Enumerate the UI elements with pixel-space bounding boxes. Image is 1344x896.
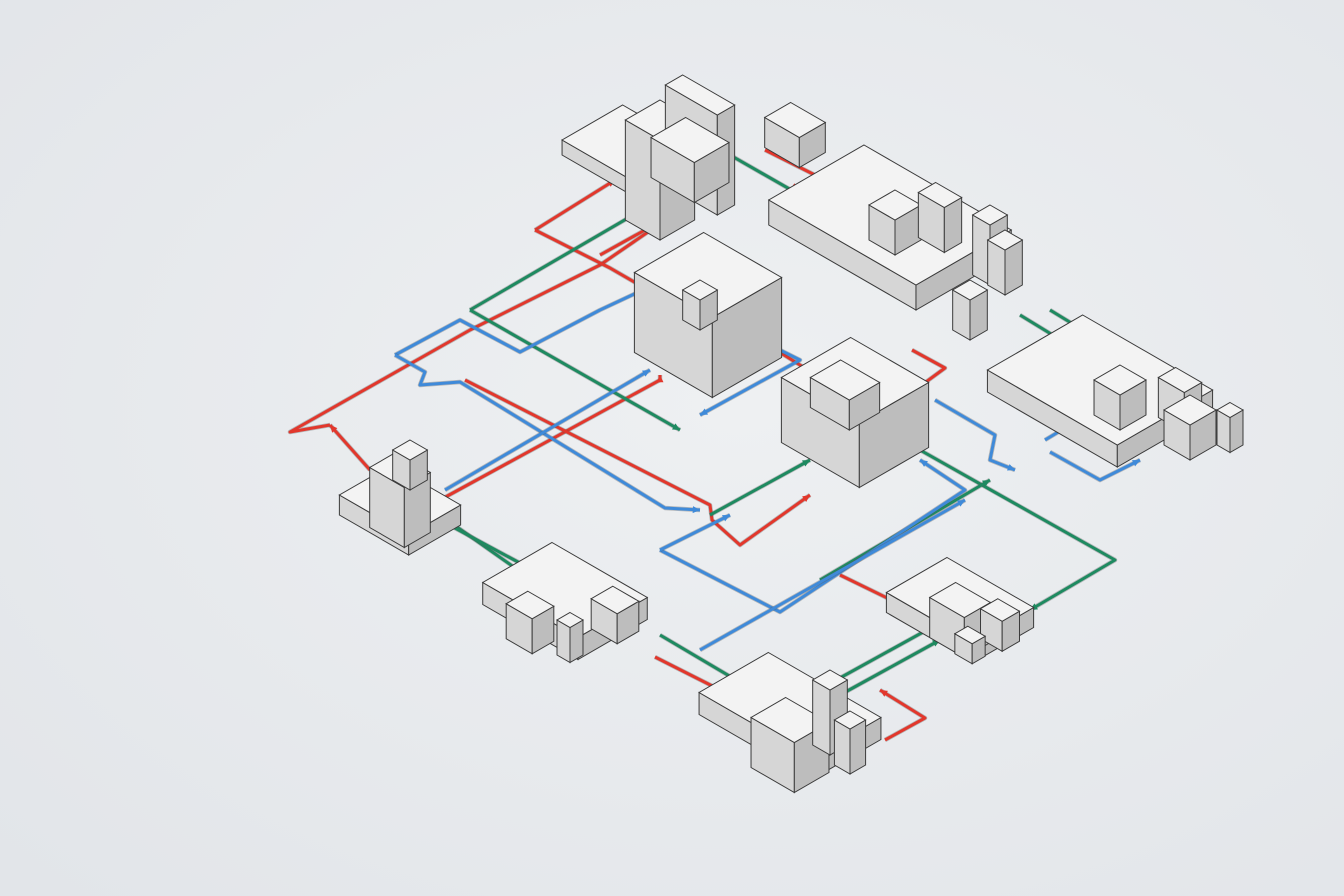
red-pipe[interactable] [879, 688, 927, 742]
compressor-skid-bottom-right-icon[interactable] [885, 556, 1035, 665]
flow-arrow-icon [1132, 460, 1140, 467]
flow-arrow-icon [957, 500, 965, 507]
red-pipe[interactable] [328, 424, 372, 471]
pump [953, 625, 987, 665]
lid [809, 359, 881, 431]
blue-pipe[interactable] [699, 498, 966, 652]
green-pipe[interactable] [839, 638, 941, 697]
strainer [556, 611, 584, 664]
motor [1163, 394, 1217, 461]
filter [1216, 401, 1244, 454]
valve-body [986, 229, 1024, 296]
flow-arrow-icon [920, 460, 928, 467]
equipment-layer [338, 74, 1244, 794]
blue-pipe[interactable] [1049, 450, 1141, 482]
green-pipe[interactable] [919, 448, 1117, 612]
tank [633, 231, 783, 399]
flow-arrow-icon [700, 408, 708, 415]
motor [979, 598, 1021, 653]
flow-arrow-icon [880, 690, 888, 697]
tower-base [650, 116, 730, 204]
motor [590, 585, 640, 645]
flow-arrow-icon [982, 480, 990, 487]
pump [505, 590, 555, 655]
red-pipe[interactable] [288, 208, 681, 434]
reactor-box-icon[interactable] [780, 336, 930, 489]
flow-arrow-icon [802, 495, 810, 503]
flow-arrow-icon [672, 423, 680, 430]
pump [868, 189, 922, 256]
filter [833, 710, 867, 775]
pump-skid-bottom-left-icon[interactable] [481, 541, 649, 664]
mixer-tank-icon[interactable] [633, 231, 783, 399]
flow-arrow-icon [1007, 464, 1015, 471]
separator-skid-bottom-icon[interactable] [698, 651, 882, 794]
compressor-skid-right-icon[interactable] [986, 314, 1244, 468]
control-cabinet-icon[interactable] [763, 101, 827, 169]
blue-pipe[interactable] [444, 368, 651, 492]
green-pipe[interactable] [469, 308, 681, 432]
flow-arrow-icon [802, 460, 810, 467]
flow-arrow-icon [642, 370, 650, 377]
blue-pipe[interactable] [394, 353, 701, 512]
cabinet [763, 101, 827, 169]
flow-arrow-icon [656, 375, 664, 383]
flow-arrow-icon [330, 425, 338, 433]
process-skid-top-right-icon[interactable] [767, 144, 1024, 341]
flow-arrow-icon [692, 506, 700, 514]
agitator [681, 279, 719, 331]
valve-stack [951, 279, 989, 341]
blue-pipe[interactable] [934, 398, 1016, 472]
green-pipe[interactable] [709, 458, 811, 517]
column-skid-left-icon[interactable] [338, 439, 462, 556]
tower-unit-icon[interactable] [561, 74, 736, 241]
red-pipe[interactable] [534, 178, 616, 232]
red-pipe[interactable] [464, 378, 811, 547]
pump [1093, 364, 1147, 431]
motor [917, 181, 963, 254]
flow-arrow-icon [722, 515, 730, 522]
head [391, 439, 429, 491]
blue-pipe[interactable] [659, 513, 731, 552]
